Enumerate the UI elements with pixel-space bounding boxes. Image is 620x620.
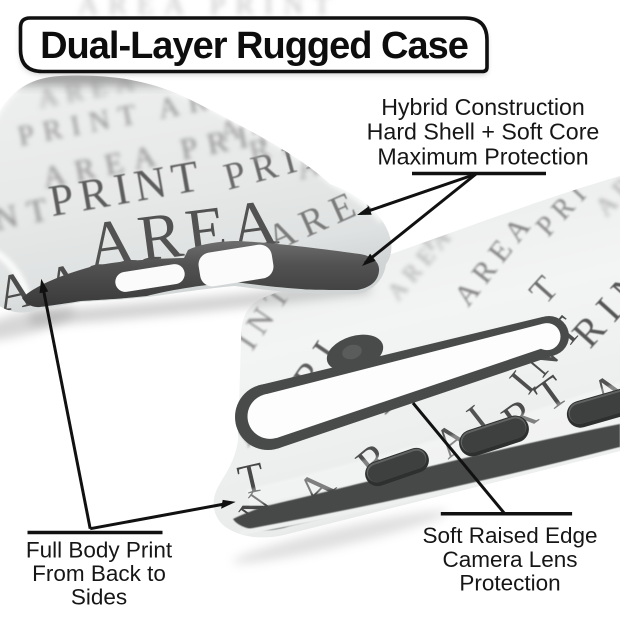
svg-text:Protection: Protection	[459, 570, 560, 595]
svg-text:AREA PRINT: AREA PRINT	[78, 0, 341, 21]
svg-text:Soft Raised Edge: Soft Raised Edge	[422, 523, 597, 548]
svg-text:Maximum Protection: Maximum Protection	[377, 144, 588, 170]
svg-text:Hard Shell + Soft Core: Hard Shell + Soft Core	[367, 119, 600, 145]
svg-text:Full Body Print: Full Body Print	[26, 538, 173, 563]
svg-text:Camera Lens: Camera Lens	[442, 547, 577, 572]
svg-text:From Back to: From Back to	[32, 561, 166, 586]
svg-text:Sides: Sides	[71, 585, 127, 610]
svg-text:Dual-Layer Rugged Case: Dual-Layer Rugged Case	[40, 25, 468, 67]
svg-text:Hybrid Construction: Hybrid Construction	[381, 94, 585, 120]
